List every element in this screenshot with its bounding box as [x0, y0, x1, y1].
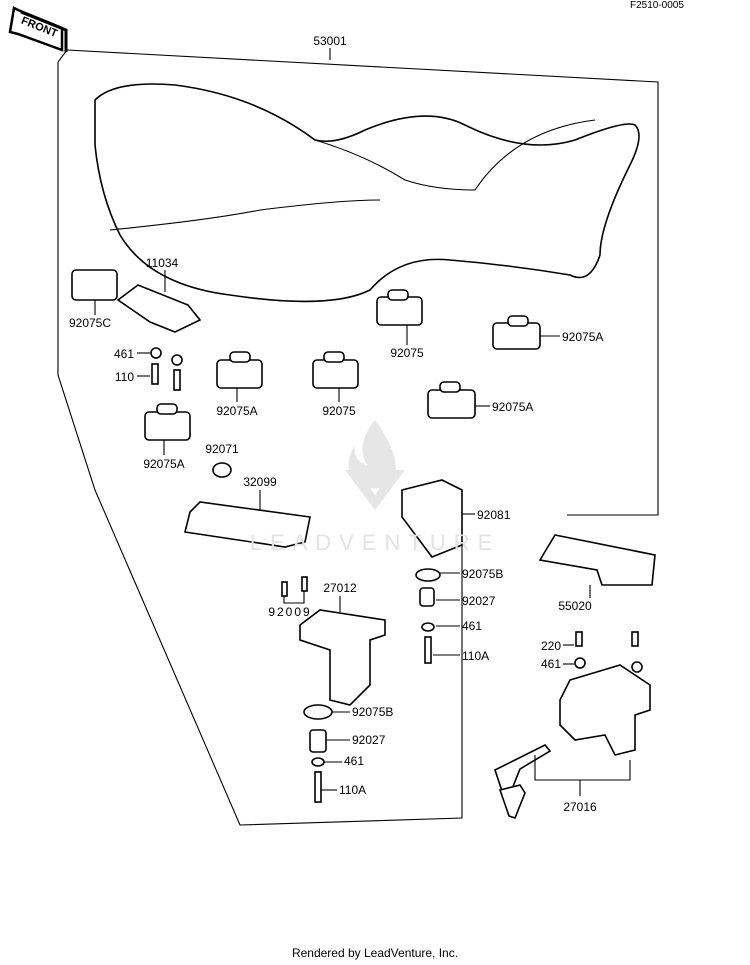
- callout-32099[interactable]: 32099: [243, 475, 277, 489]
- callout-110[interactable]: 110: [115, 370, 134, 384]
- callout-92075B[interactable]: 92075B: [352, 705, 393, 719]
- washer-461: [150, 347, 162, 359]
- callout-55020[interactable]: 55020: [558, 599, 592, 613]
- bracket-11034: [116, 284, 202, 333]
- callout-92075A[interactable]: 92075A: [562, 330, 603, 344]
- callout-92075A[interactable]: 92075A: [492, 400, 533, 414]
- bracket-27012: [299, 609, 386, 706]
- cover-55020: [538, 534, 656, 586]
- callout-110A[interactable]: 110A: [462, 649, 489, 663]
- callout-92075A[interactable]: 92075A: [216, 404, 257, 418]
- callout-92075[interactable]: 92075: [390, 346, 424, 360]
- bolt-110: [151, 363, 159, 385]
- callout-92075[interactable]: 92075: [322, 404, 356, 418]
- group-outline-left: [57, 49, 463, 826]
- rubber-blocks: [144, 289, 541, 441]
- callout-92027[interactable]: 92027: [462, 594, 496, 608]
- callouts: 53001 11034 92075C 461 110 92075 92075A …: [69, 34, 603, 814]
- grommet-92071: [212, 462, 232, 478]
- key: [498, 784, 526, 819]
- front-arrow: FRONT: [8, 6, 68, 52]
- watermark-text: LEADVENTURE: [250, 530, 501, 555]
- callout-461[interactable]: 461: [344, 754, 364, 768]
- leader-lines: [94, 270, 631, 796]
- callout-92071[interactable]: 92071: [205, 442, 239, 456]
- callout-92027[interactable]: 92027: [352, 733, 386, 747]
- callout-27012[interactable]: 27012: [323, 581, 357, 595]
- callout-461[interactable]: 461: [114, 347, 134, 361]
- callout-461[interactable]: 461: [541, 657, 561, 671]
- callout-53001[interactable]: 53001: [313, 34, 347, 48]
- pad-92075C: [71, 269, 118, 301]
- callout-461[interactable]: 461: [462, 619, 482, 633]
- callout-220[interactable]: 220: [541, 639, 561, 653]
- key: [494, 744, 552, 796]
- washer-461: [171, 354, 183, 366]
- callout-110A[interactable]: 110A: [339, 783, 366, 797]
- callout-27016[interactable]: 27016: [563, 800, 597, 814]
- leadventure-watermark: LEADVENTURE: [250, 420, 501, 555]
- plate-32099: [184, 501, 311, 548]
- callout-92075B[interactable]: 92075B: [462, 567, 503, 581]
- callout-11034[interactable]: 11034: [146, 256, 179, 270]
- lock-27016: [559, 664, 651, 756]
- group-outline: [66, 49, 659, 516]
- callout-92081[interactable]: 92081: [477, 508, 511, 522]
- callout-92009[interactable]: 92009: [268, 605, 311, 619]
- footer-credit: Rendered by LeadVenture, Inc.: [291, 946, 459, 960]
- bolt-110: [173, 369, 181, 391]
- bracket-92081: [401, 479, 463, 558]
- seat-53001[interactable]: [94, 83, 640, 303]
- diagram-code: F2510-0005: [630, 0, 684, 11]
- callout-92075C[interactable]: 92075C: [69, 316, 111, 330]
- callout-92075A[interactable]: 92075A: [143, 457, 184, 471]
